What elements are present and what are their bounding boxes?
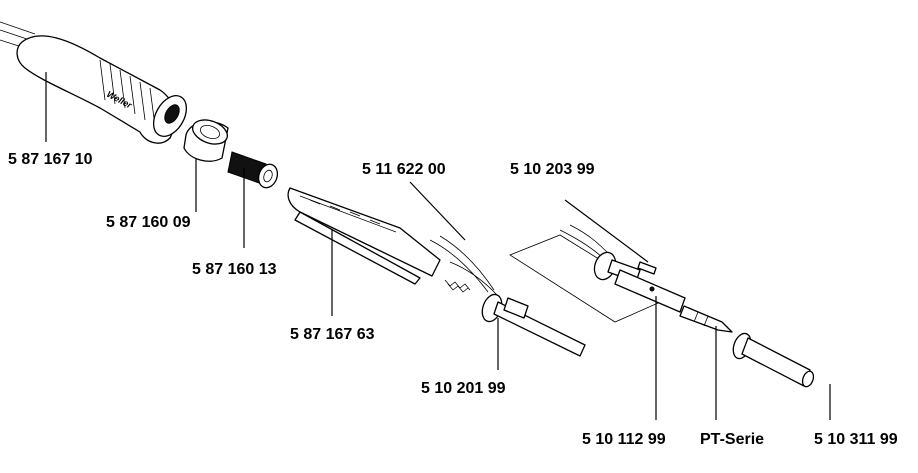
label-handle: 5 87 167 10 [8, 151, 93, 168]
heater-plug-part [509, 224, 666, 323]
contact-carrier-part [287, 187, 441, 285]
part-labels: 5 87 167 10 5 87 160 09 5 87 160 13 5 87… [8, 151, 898, 448]
label-tip-nut: 5 10 311 99 [814, 431, 898, 448]
label-sleeve: 5 87 160 13 [192, 261, 277, 278]
handle-part: Weller [0, 21, 188, 144]
label-heater-plug: 5 10 203 99 [510, 161, 595, 178]
heater-element-part [429, 235, 586, 357]
label-heater-tube: 5 10 112 99 [582, 431, 666, 448]
tip-nut-part [732, 332, 815, 388]
heater-tube-part [614, 269, 686, 313]
label-heater-element: 5 10 201 99 [421, 380, 506, 397]
nut-part [183, 119, 229, 162]
leader-lines [45, 72, 831, 420]
label-tip: PT-Serie [700, 431, 764, 448]
tip-part [679, 305, 733, 333]
label-nut: 5 87 160 09 [106, 214, 191, 231]
label-sensor-wire: 5 11 622 00 [362, 161, 446, 178]
label-contact-carrier: 5 87 167 63 [290, 326, 375, 343]
spring-part [444, 279, 471, 293]
sleeve-part [227, 151, 279, 189]
